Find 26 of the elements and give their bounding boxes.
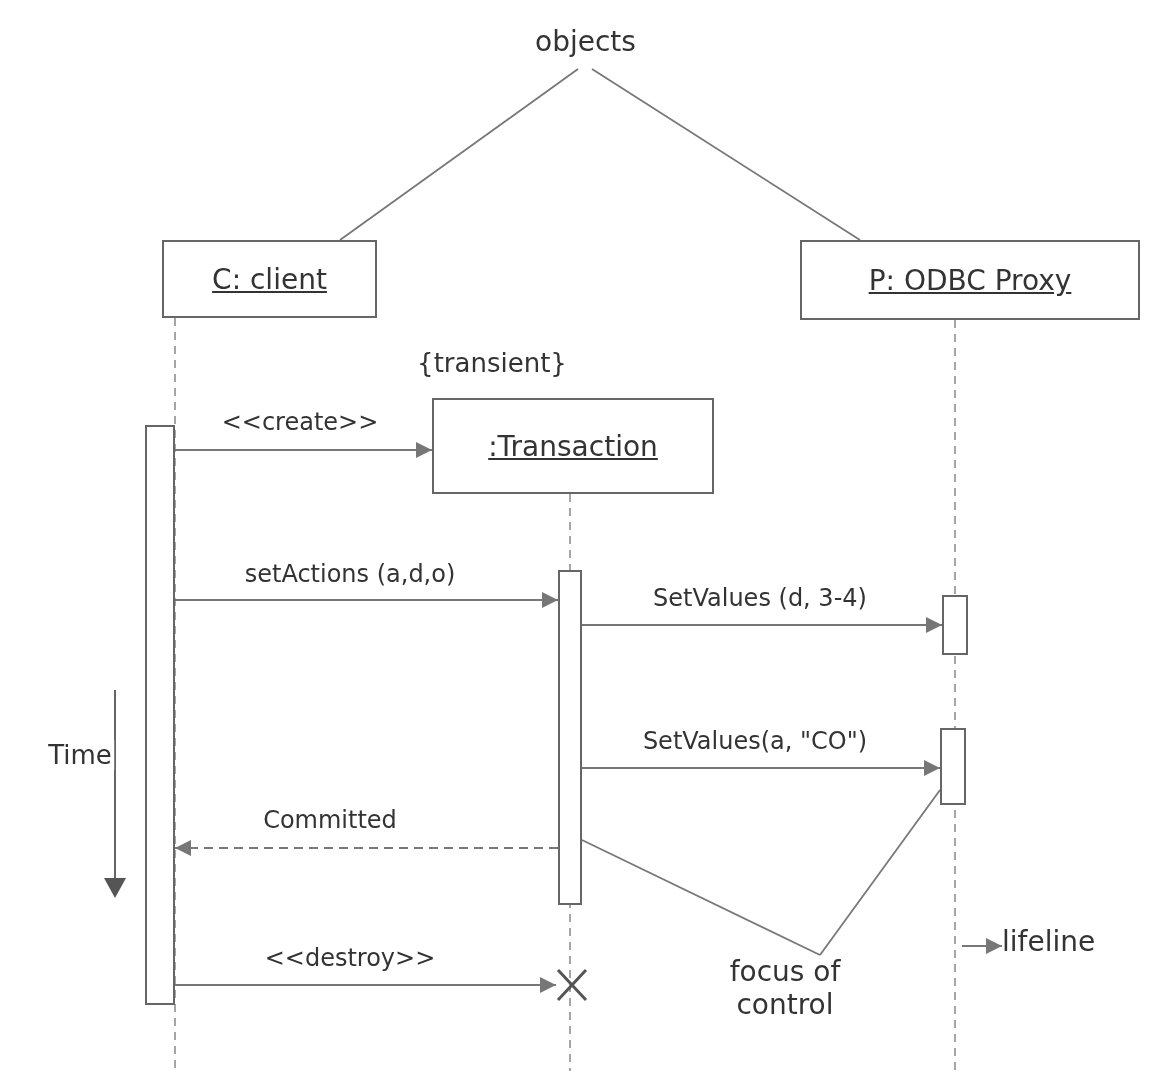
annotation-text: focus of control: [690, 955, 880, 1045]
leader-line: [819, 789, 941, 956]
leader-line: [591, 68, 861, 241]
activation-bar: [558, 570, 582, 905]
activation-bar: [942, 595, 968, 655]
return-message-arrow: [174, 840, 559, 856]
message-arrow: [174, 592, 559, 608]
annotation-text: lifeline: [1002, 925, 1132, 969]
leader-line: [581, 839, 821, 956]
leader-line: [961, 938, 1003, 954]
message-arrow: [174, 977, 557, 993]
leader-line: [339, 68, 579, 241]
message-arrow: [174, 442, 433, 458]
activation-bar: [940, 728, 966, 805]
object-box: [800, 240, 1140, 320]
constraint-label: {transient}: [416, 348, 568, 378]
message-arrow: [581, 760, 941, 776]
object-name: P: ODBC Proxy: [868, 263, 1072, 297]
message-arrow: [581, 617, 943, 633]
group-label: objects: [535, 25, 665, 69]
destruction-mark: [556, 968, 588, 1002]
object-name: :Transaction: [488, 429, 658, 463]
object-box: [432, 398, 714, 494]
object-name: C: client: [212, 262, 327, 296]
activation-bar: [145, 425, 175, 1005]
object-box: [162, 240, 377, 318]
